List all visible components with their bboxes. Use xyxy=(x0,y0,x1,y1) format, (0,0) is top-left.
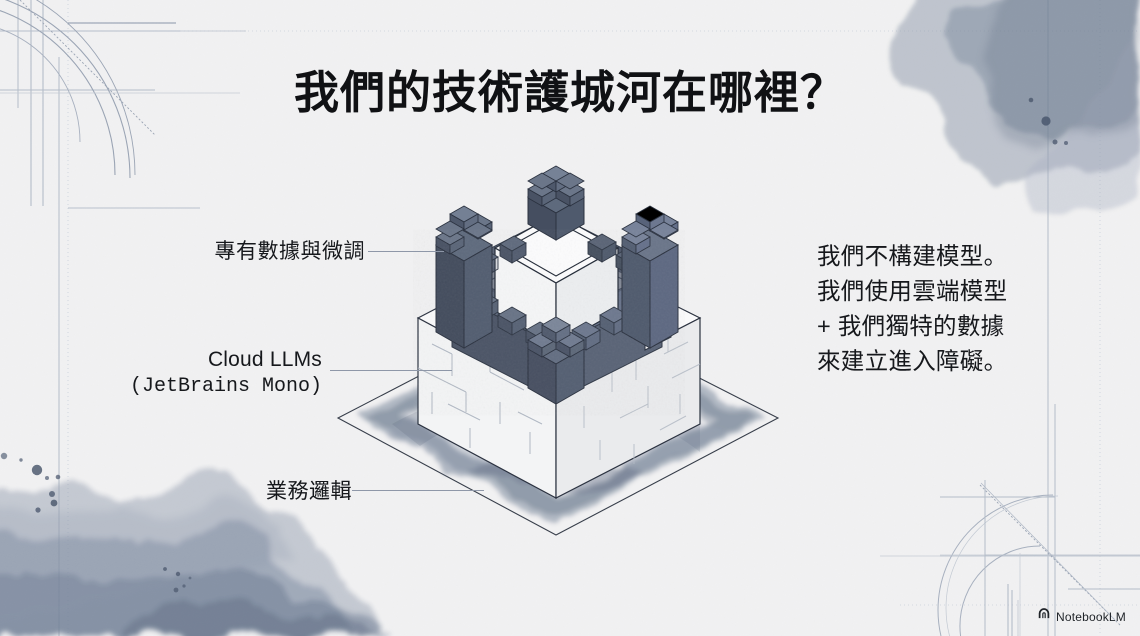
callout-business-logic: 業務邏輯 xyxy=(80,475,352,505)
tower-north xyxy=(526,165,586,241)
crenellations-front-left xyxy=(469,291,555,351)
watermark: NotebookLM xyxy=(1037,607,1126,626)
watermark-label: NotebookLM xyxy=(1055,609,1126,624)
leader-line-business-logic xyxy=(352,490,484,491)
callout-label-line2: (JetBrains Mono) xyxy=(129,375,322,398)
leader-line-proprietary-data xyxy=(368,251,444,252)
tower-south xyxy=(526,316,586,405)
tower-west xyxy=(434,205,494,349)
crenellations-back-left xyxy=(471,235,527,278)
base-bricks-right xyxy=(583,330,701,464)
watercolor-bottom-left-soft xyxy=(0,496,296,627)
central-white-cube xyxy=(493,213,620,348)
leader-line-cloud-llms xyxy=(330,370,452,371)
body-paragraph: 我們不構建模型。我們使用雲端模型 + 我們獨特的數據來建立進入障礙。 xyxy=(817,243,1008,374)
gateway-arch xyxy=(644,312,672,351)
notebooklm-icon xyxy=(1037,607,1051,626)
crenellations-front-right xyxy=(571,291,657,351)
crenellations-back-right xyxy=(587,233,645,276)
base-bricks-left xyxy=(417,318,549,454)
stone-base xyxy=(416,245,702,500)
ground-plate xyxy=(336,304,780,536)
callout-label-line1: 業務邏輯 xyxy=(266,480,352,503)
moat-watercolor xyxy=(356,314,762,525)
moat-dark-streaks xyxy=(392,396,700,452)
callout-label-line1: 專有數據與微調 xyxy=(214,240,365,263)
callout-label-line1: Cloud LLMs xyxy=(207,348,322,371)
callout-proprietary-data: 專有數據與微調 xyxy=(80,235,365,265)
callout-cloud-llms: Cloud LLMs (JetBrains Mono) xyxy=(50,348,322,398)
castle-walls-towers xyxy=(434,165,680,405)
page-title: 我們的技術護城河在哪裡？ xyxy=(293,67,846,118)
tower-east xyxy=(620,205,680,349)
